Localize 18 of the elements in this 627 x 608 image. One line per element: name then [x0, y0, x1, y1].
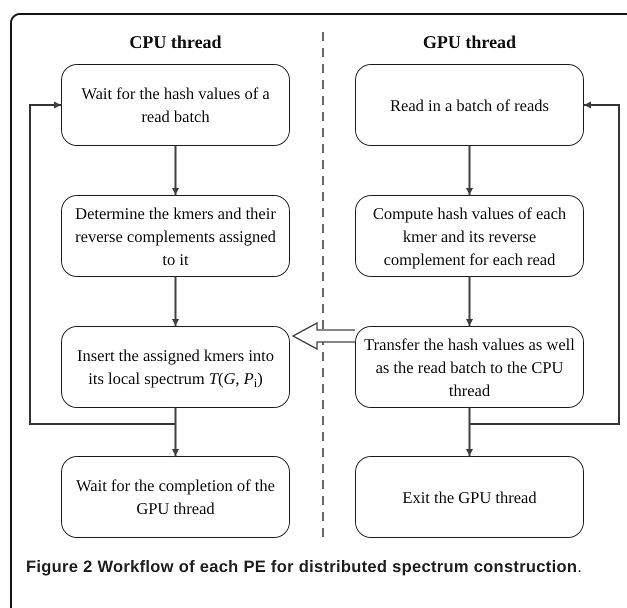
hollow-arrow [292, 322, 356, 350]
arrow [468, 102, 620, 425]
process-box: Transfer the hash values as well as the read batch to the CPU thread [355, 326, 584, 408]
figure-caption: Figure 2 Workflow of each PE for distributed spectrum construction. [26, 557, 584, 578]
process-box: Compute hash values of each kmer and its reverse complement for each read [355, 195, 584, 277]
arrow [466, 146, 473, 195]
process-box: Insert the assigned kmers into its local spectrum T(G, P$_{i}$) [61, 326, 290, 408]
process-box: Wait for the hash values of a read batch [61, 64, 290, 146]
process-box: Wait for the completion of the GPU thread [61, 456, 290, 538]
arrow [172, 146, 179, 195]
column-heading: GPU thread [422, 31, 518, 53]
process-box: Read in a batch of reads [355, 64, 584, 146]
arrow [29, 102, 176, 425]
arrow [172, 277, 179, 326]
column-heading: CPU thread [128, 31, 223, 53]
process-box: Exit the GPU thread [355, 456, 584, 538]
arrow [466, 277, 473, 326]
process-box: Determine the kmers and their reverse complements assigned to it [61, 195, 290, 277]
